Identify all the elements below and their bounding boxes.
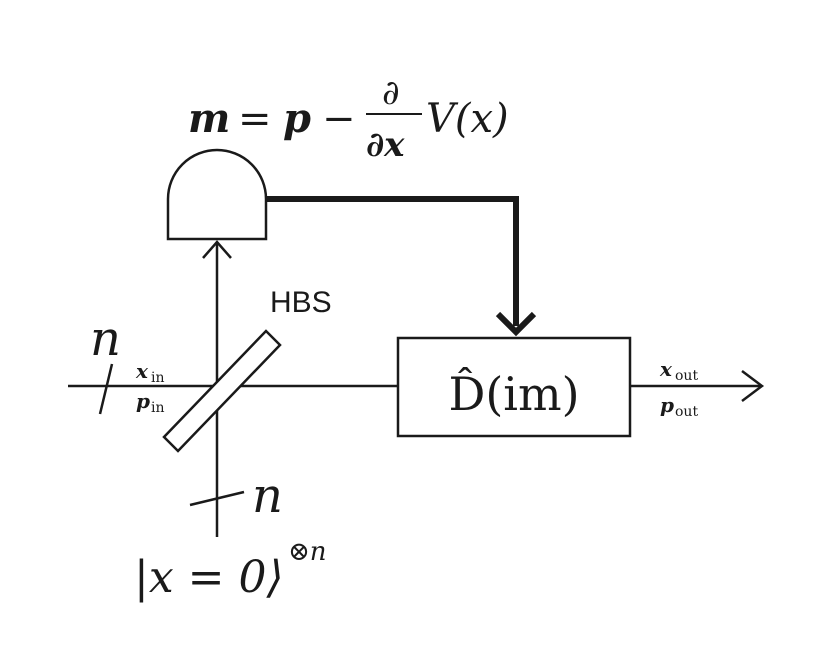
x-in-label: x [135, 359, 149, 383]
bottom-mode-count: n [252, 468, 283, 524]
feedforward-arrowhead [495, 311, 537, 337]
p-out-subscript: out [675, 404, 698, 420]
homodyne-detector [166, 148, 268, 241]
output-arrowhead [741, 370, 765, 402]
p-in-label: p [136, 389, 150, 413]
displacement-gate-label: D̂(im) [448, 367, 579, 421]
upward-arrowhead [202, 240, 232, 259]
formula-potential: V(x) [426, 96, 509, 142]
bottom-bundle-slash [189, 490, 245, 507]
x-out-subscript: out [675, 368, 698, 384]
p-out-label: p [660, 393, 674, 417]
x-in-subscript: in [151, 370, 165, 386]
formula-denominator: ∂x [366, 125, 405, 165]
formula-m: m [188, 95, 230, 142]
input-quadrature-labels: x in p in [135, 359, 165, 416]
formula-equals: = [238, 96, 272, 142]
formula-minus: − [322, 96, 356, 142]
output-quadrature-labels: x out p out [659, 357, 698, 420]
hbs-label: HBS [270, 286, 332, 319]
p-in-subscript: in [151, 400, 165, 416]
left-bundle-slash [98, 363, 114, 415]
input-state-tensor-power: ⊗n [288, 537, 327, 567]
half-beam-splitter [162, 329, 282, 453]
formula-p: p [283, 95, 311, 142]
measurement-formula: m = p − ∂ ∂x V(x) [188, 73, 509, 165]
input-state-ket: |x = 0⟩ [134, 552, 284, 603]
left-mode-count: n [90, 311, 121, 367]
x-out-label: x [659, 357, 673, 381]
feedforward-line [266, 196, 519, 326]
displacement-gate-box [396, 336, 632, 438]
formula-numerator: ∂ [382, 73, 400, 113]
